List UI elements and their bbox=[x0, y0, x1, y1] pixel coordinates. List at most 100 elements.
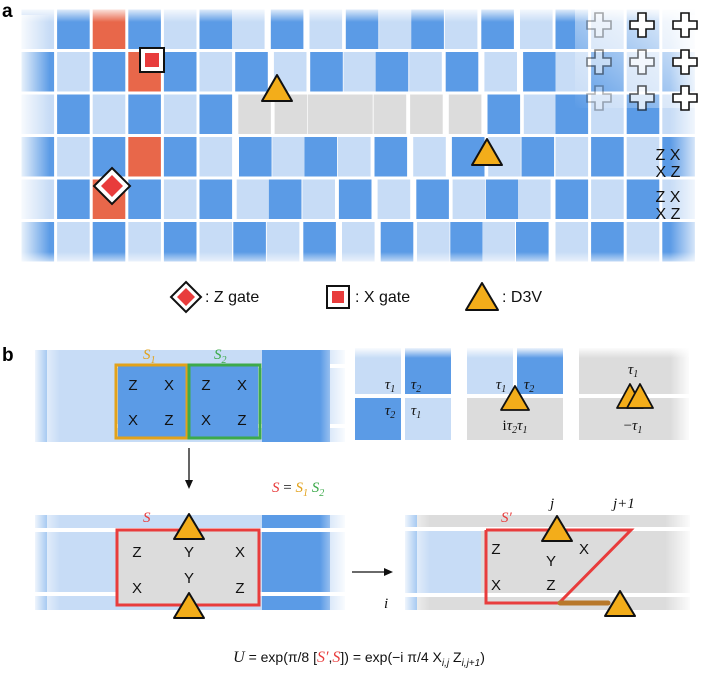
column-label-j-plus-1: j+1 bbox=[611, 496, 635, 512]
lattice-fade-top bbox=[20, 8, 700, 22]
s-label: S bbox=[143, 510, 151, 526]
lattice-cell bbox=[485, 179, 519, 219]
tau-label: τ1 bbox=[385, 377, 395, 395]
merge-equation: S = S1 S2 bbox=[272, 480, 324, 499]
tau-panel-1: τ1 τ2 τ2 τ1 bbox=[355, 348, 451, 440]
lattice-cell bbox=[163, 179, 197, 219]
lattice-cell bbox=[199, 94, 233, 134]
plus-icon bbox=[586, 85, 612, 111]
lattice-cell bbox=[199, 52, 233, 92]
legend-z-gate: : Z gate bbox=[205, 289, 259, 306]
lattice-cell bbox=[163, 52, 197, 92]
s-prime-cell: Z bbox=[491, 541, 500, 558]
s1-cell: Z bbox=[164, 412, 173, 429]
lattice-cell bbox=[163, 137, 197, 177]
s-prime-label: S′ bbox=[501, 510, 513, 526]
lattice-cell bbox=[239, 137, 272, 177]
lattice-cell bbox=[236, 179, 270, 219]
stabilizer-line: X Z bbox=[656, 164, 681, 181]
lattice-cell bbox=[338, 137, 371, 177]
s-prime-cell: X bbox=[491, 577, 501, 594]
plus-icon bbox=[672, 85, 698, 111]
s-cell: X bbox=[235, 544, 245, 561]
lattice-cell bbox=[268, 179, 302, 219]
plus-icon bbox=[672, 49, 698, 75]
lattice-cell bbox=[340, 94, 373, 134]
s-cell: X bbox=[132, 580, 142, 597]
s-cell: Z bbox=[235, 580, 244, 597]
lattice-cell bbox=[57, 52, 90, 92]
strip-s-prime: Z Y X X Z bbox=[405, 515, 690, 617]
d3v-marker bbox=[500, 385, 530, 411]
lattice-cell bbox=[92, 94, 126, 134]
lattice-grid bbox=[21, 9, 695, 262]
tau-label: τ2 bbox=[524, 377, 534, 395]
lattice-cell bbox=[128, 94, 161, 134]
tau-label: τ1 bbox=[628, 362, 638, 380]
lattice-cell bbox=[626, 179, 660, 219]
s2-box bbox=[187, 363, 262, 440]
tau-label: iτ2τ1 bbox=[503, 418, 528, 436]
plus-icon bbox=[629, 49, 655, 75]
s1-cell: Z bbox=[128, 377, 137, 394]
s-cell: Y bbox=[184, 570, 194, 587]
lattice-cell bbox=[128, 137, 161, 177]
s1-cell: X bbox=[164, 377, 174, 394]
lattice-cell bbox=[199, 179, 233, 219]
s-prime-cell: X bbox=[579, 541, 589, 558]
plus-icon bbox=[586, 49, 612, 75]
lattice-cell bbox=[448, 94, 482, 134]
plus-icon bbox=[629, 12, 655, 38]
s1-label: S1 bbox=[143, 347, 156, 366]
strip-s1-s2: Z X X Z Z X X Z bbox=[35, 350, 345, 442]
lattice-cell bbox=[310, 52, 343, 92]
lattice-cell bbox=[128, 179, 161, 219]
lattice-cell bbox=[521, 137, 555, 177]
stabilizer-block: Z X X Z Z X X Z bbox=[656, 147, 681, 223]
lattice-fade-left bbox=[20, 15, 50, 265]
lattice-cell bbox=[57, 94, 90, 134]
plus-icon bbox=[586, 12, 612, 38]
lattice-cell bbox=[555, 179, 589, 219]
s1-cell: X bbox=[128, 412, 138, 429]
lattice-cell bbox=[523, 52, 556, 92]
lattice-cell bbox=[377, 179, 411, 219]
strip-s: Z Y X X Y Z bbox=[35, 513, 345, 619]
lattice-cell bbox=[487, 94, 521, 134]
arrow-down-icon bbox=[185, 448, 193, 489]
s2-cell: X bbox=[237, 377, 247, 394]
lattice-cell bbox=[484, 52, 517, 92]
lattice-cell bbox=[591, 179, 624, 219]
d3v-marker-1 bbox=[261, 74, 293, 102]
plus-icon bbox=[629, 85, 655, 111]
stabilizer-line: Z X bbox=[656, 189, 681, 206]
s1-box bbox=[114, 363, 189, 440]
row-label-i: i bbox=[384, 596, 388, 612]
lattice-cell bbox=[235, 52, 268, 92]
z-gate-marker bbox=[92, 166, 132, 206]
s-prime-cell: Y bbox=[546, 553, 556, 570]
arrow-right-icon bbox=[352, 568, 393, 576]
tau-label: τ2 bbox=[411, 377, 421, 395]
lattice-cell bbox=[518, 179, 551, 219]
panel-label-b: b bbox=[2, 345, 14, 366]
tau-label: τ1 bbox=[411, 403, 421, 421]
lattice-cell bbox=[57, 179, 90, 219]
unitary-equation: U = exp(π/8 [S′,S]) = exp(−i π/4 Xi,j Zi… bbox=[233, 649, 485, 669]
lattice-cell bbox=[591, 137, 624, 177]
plus-icon-grid bbox=[586, 12, 698, 111]
s2-cell: Z bbox=[201, 377, 210, 394]
lattice-cell bbox=[523, 94, 557, 134]
s2-cell: Z bbox=[237, 412, 246, 429]
lattice-cell bbox=[416, 179, 449, 219]
s-cell: Z bbox=[132, 544, 141, 561]
lattice-cell bbox=[413, 137, 446, 177]
lattice-cell bbox=[163, 94, 197, 134]
lattice-cell bbox=[452, 179, 486, 219]
lattice-fade-bottom bbox=[20, 252, 700, 266]
lattice-cell bbox=[57, 137, 90, 177]
lattice-cell bbox=[199, 137, 233, 177]
column-label-j: j bbox=[548, 496, 554, 512]
diamond-icon bbox=[169, 280, 203, 314]
